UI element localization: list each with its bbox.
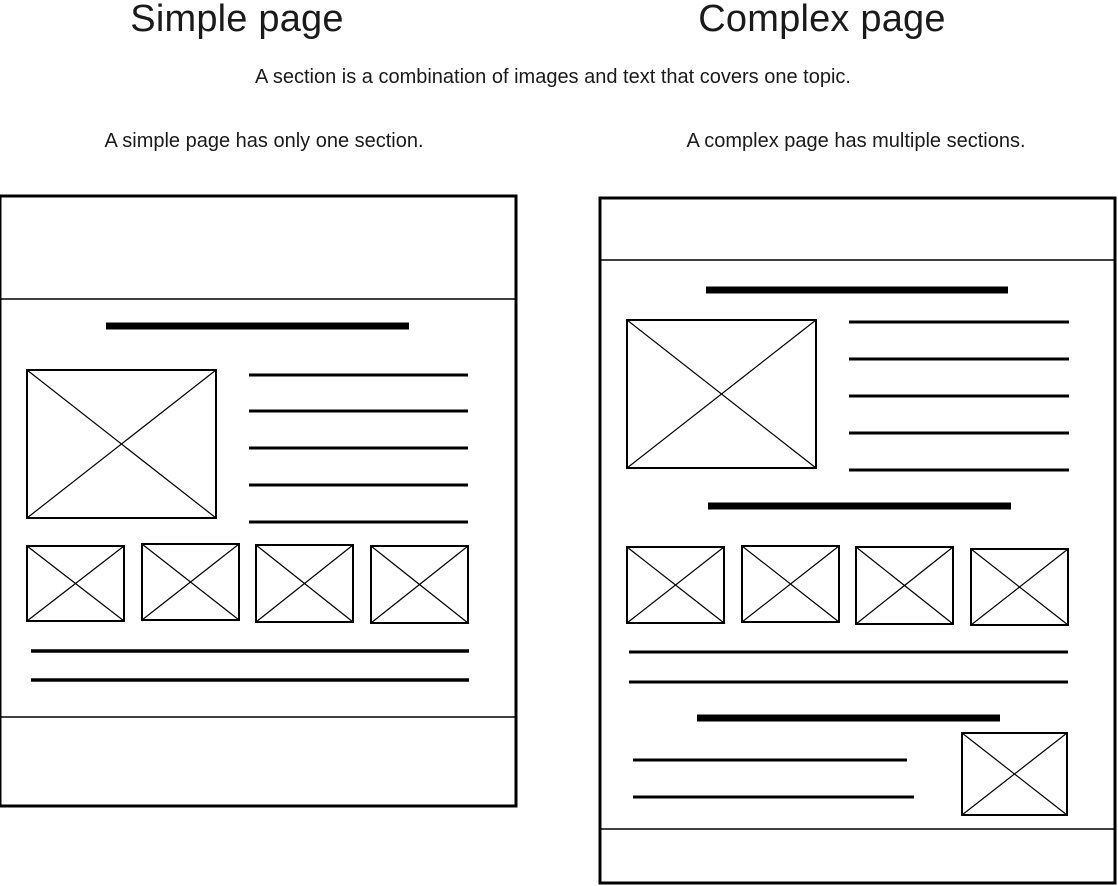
simple-page-title: Simple page bbox=[130, 0, 344, 40]
image-placeholder-frame bbox=[26, 369, 217, 519]
simple-page-frame bbox=[0, 194, 518, 808]
image-placeholder-diagonal bbox=[370, 545, 469, 624]
image-placeholder-frame bbox=[141, 543, 240, 621]
image-placeholder-icon bbox=[626, 319, 817, 469]
image-placeholder-icon bbox=[626, 546, 725, 624]
image-placeholder-icon bbox=[961, 732, 1068, 816]
image-placeholder-frame bbox=[26, 545, 125, 622]
image-placeholder-icon bbox=[370, 545, 469, 624]
image-placeholder-frame bbox=[970, 548, 1069, 626]
image-placeholder-frame bbox=[741, 545, 840, 623]
image-placeholder-frame bbox=[626, 319, 817, 469]
section-definition: A section is a combination of images and… bbox=[255, 66, 851, 88]
image-placeholder-diagonal bbox=[255, 544, 354, 623]
complex-page-caption: A complex page has multiple sections. bbox=[686, 130, 1026, 152]
image-placeholder-diagonal bbox=[855, 546, 954, 625]
complex-page-title: Complex page bbox=[698, 0, 946, 40]
image-placeholder-frame bbox=[255, 544, 354, 623]
image-placeholder-icon bbox=[141, 543, 240, 621]
image-placeholder-icon bbox=[26, 369, 217, 519]
image-placeholder-diagonal bbox=[961, 732, 1068, 816]
image-placeholder-diagonal bbox=[970, 548, 1069, 626]
complex-page-frame bbox=[598, 196, 1117, 885]
image-placeholder-diagonal bbox=[26, 369, 217, 519]
image-placeholder-frame bbox=[855, 546, 954, 625]
image-placeholder-icon bbox=[26, 545, 125, 622]
image-placeholder-frame bbox=[961, 732, 1068, 816]
image-placeholder-icon bbox=[855, 546, 954, 625]
simple-page-caption: A simple page has only one section. bbox=[104, 130, 424, 152]
image-placeholder-icon bbox=[255, 544, 354, 623]
image-placeholder-diagonal bbox=[26, 545, 125, 622]
image-placeholder-frame bbox=[370, 545, 469, 624]
image-placeholder-icon bbox=[970, 548, 1069, 626]
image-placeholder-diagonal bbox=[626, 546, 725, 624]
image-placeholder-icon bbox=[741, 545, 840, 623]
image-placeholder-diagonal bbox=[626, 319, 817, 469]
image-placeholder-diagonal bbox=[741, 545, 840, 623]
image-placeholder-frame bbox=[626, 546, 725, 624]
image-placeholder-diagonal bbox=[141, 543, 240, 621]
